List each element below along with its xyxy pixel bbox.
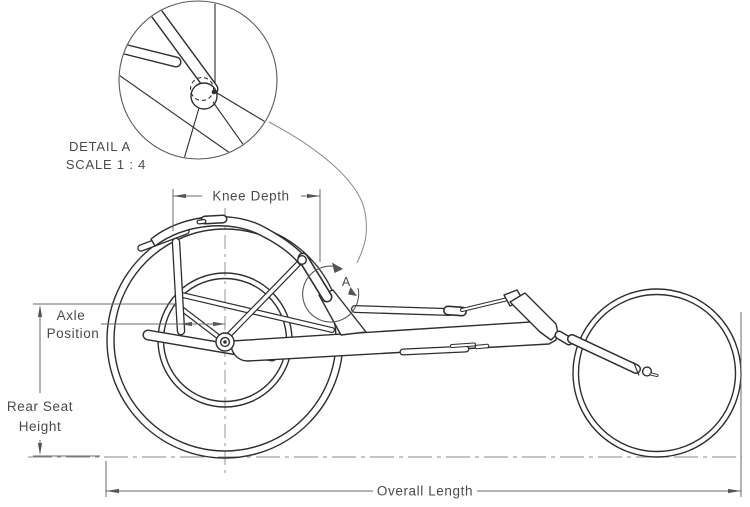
axle-position-label-line1: Axle xyxy=(57,308,86,323)
detail-callout: A xyxy=(302,262,360,323)
main-boom-tube xyxy=(230,320,558,362)
seat-clamp xyxy=(196,214,228,225)
front-wheel xyxy=(572,288,742,458)
dimension-axle-position: Axle Position xyxy=(47,308,225,341)
knee-depth-label: Knee Depth xyxy=(212,189,289,204)
overall-length-label: Overall Length xyxy=(377,484,473,499)
detail-view: DETAIL A SCALE 1 : 4 xyxy=(66,0,278,172)
knee-support-tube xyxy=(297,252,333,303)
rear-seat-height-label-line1: Rear Seat xyxy=(7,399,73,414)
front-fork xyxy=(509,292,659,377)
front-hub xyxy=(641,366,653,377)
steering-handle xyxy=(351,289,524,317)
detail-pin xyxy=(190,82,218,110)
frame xyxy=(137,214,659,377)
detail-hidden-circle xyxy=(189,76,215,102)
dimension-knee-depth: Knee Depth xyxy=(172,189,321,262)
callout-arrow-top xyxy=(332,262,343,273)
under-boom-clamp xyxy=(399,342,490,356)
axle-position-label-line2: Position xyxy=(47,326,100,341)
detail-pin-center xyxy=(211,89,217,95)
dimension-rear-seat-height: Rear Seat Height xyxy=(7,303,177,457)
rear-hub xyxy=(215,332,235,352)
detail-view-label: DETAIL A xyxy=(69,139,131,154)
frame-tubes xyxy=(175,258,335,344)
dimension-overall-length: Overall Length xyxy=(105,312,742,499)
pivot-joint xyxy=(297,254,308,265)
callout-arrow-bottom xyxy=(348,287,357,296)
detail-leader-line xyxy=(268,121,367,264)
seat-post-tube xyxy=(171,237,186,336)
detail-view-scale: SCALE 1 : 4 xyxy=(66,157,146,172)
callout-letter: A xyxy=(342,275,351,289)
detail-view-content xyxy=(119,1,277,159)
rear-seat-height-label-line2: Height xyxy=(19,419,62,434)
